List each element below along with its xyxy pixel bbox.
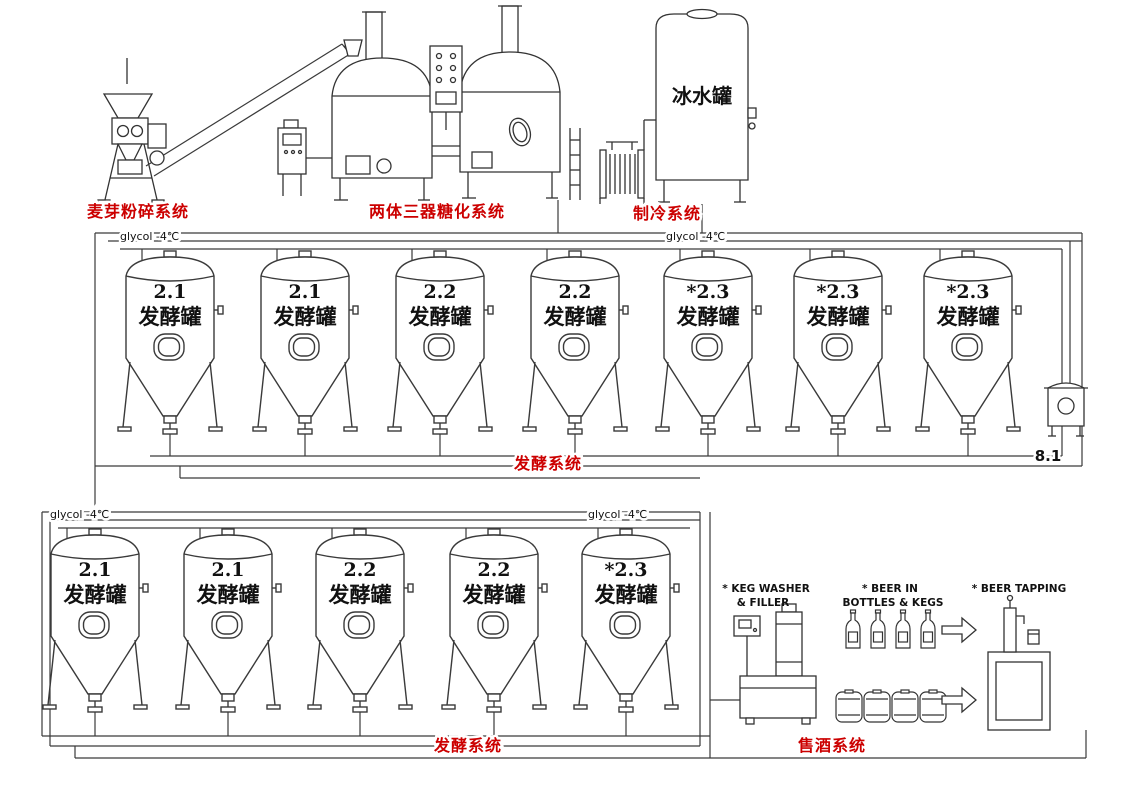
fermenter-tank: 2.2 发酵罐 bbox=[441, 528, 548, 713]
bottle-icon bbox=[870, 609, 886, 649]
fermenter-graphic bbox=[252, 250, 359, 435]
heat-exchanger bbox=[599, 149, 607, 199]
tank-name: 发酵罐 bbox=[543, 304, 607, 329]
fermenter-tank: 2.2 发酵罐 bbox=[307, 528, 414, 713]
fermenter-graphic bbox=[307, 528, 414, 713]
tank-name: 发酵罐 bbox=[138, 304, 202, 329]
fermenter-tank: 2.1 发酵罐 bbox=[175, 528, 282, 713]
tank-name: 发酵罐 bbox=[936, 304, 1000, 329]
fermenter-graphic bbox=[387, 250, 494, 435]
bottle-icon bbox=[920, 609, 936, 649]
glycol-label: glycol -4℃ bbox=[588, 508, 647, 521]
fermenter-tank: 2.1 发酵罐 bbox=[252, 250, 359, 435]
kegs-group bbox=[835, 689, 947, 723]
bottle-icon bbox=[895, 609, 911, 649]
fermenter-tank: 2.2 发酵罐 bbox=[522, 250, 629, 435]
tank-name: 发酵罐 bbox=[676, 304, 740, 329]
keg-icon bbox=[919, 689, 947, 723]
cooling-system-machine bbox=[599, 8, 757, 204]
beer-tapping-machine bbox=[987, 594, 1051, 731]
flow-arrow-icon bbox=[941, 616, 977, 644]
tank-id: 2.2 bbox=[423, 281, 456, 303]
tank-id: 2.1 bbox=[211, 559, 244, 581]
glycol-label: glycol -4℃ bbox=[50, 508, 109, 521]
tank-id: 2.2 bbox=[558, 281, 591, 303]
tank-id: *2.3 bbox=[687, 281, 730, 303]
glycol-label: glycol -4℃ bbox=[120, 230, 179, 243]
fermenter-tank: 2.2 发酵罐 bbox=[387, 250, 494, 435]
fermenter-tank: *2.3 发酵罐 bbox=[655, 250, 762, 435]
fermenter-tank: *2.3 发酵罐 bbox=[573, 528, 680, 713]
fermentation-system-label: 发酵系统 bbox=[433, 736, 502, 755]
pipe-network bbox=[41, 43, 1087, 759]
bottles-group bbox=[845, 609, 936, 649]
fermentation-system-label: 发酵系统 bbox=[513, 454, 582, 473]
keg-washer-label: * KEG WASHER bbox=[722, 583, 810, 595]
tank-id: 2.2 bbox=[477, 559, 510, 581]
tank-id: 2.1 bbox=[153, 281, 186, 303]
tank-name: 发酵罐 bbox=[408, 304, 472, 329]
tank-name: 发酵罐 bbox=[462, 582, 526, 607]
ice-water-tank bbox=[655, 13, 749, 181]
bottle-icon bbox=[845, 609, 861, 649]
tank-id: *2.3 bbox=[947, 281, 990, 303]
fermenter-graphic bbox=[42, 528, 149, 713]
cooling-label: 制冷系统 bbox=[633, 204, 701, 223]
malt-mill-label: 麦芽粉碎系统 bbox=[87, 202, 189, 221]
fermenter-graphic bbox=[915, 250, 1022, 435]
keg-icon bbox=[835, 689, 863, 723]
fermenter-graphic bbox=[175, 528, 282, 713]
beer-selling-system-label: 售酒系统 bbox=[798, 736, 866, 755]
brewhouse-machine bbox=[277, 5, 581, 201]
malt-mill-machine bbox=[97, 58, 167, 206]
keg-washer-machine bbox=[733, 603, 817, 725]
fermenter-graphic bbox=[573, 528, 680, 713]
fermenter-graphic bbox=[117, 250, 224, 435]
tank-name: 发酵罐 bbox=[63, 582, 127, 607]
keg-icon bbox=[863, 689, 891, 723]
beer-in-label-2: BOTTLES & KEGS bbox=[843, 597, 944, 609]
ice-water-tank-label: 冰水罐 bbox=[672, 84, 732, 108]
fermenter-graphic bbox=[522, 250, 629, 435]
tank-name: 发酵罐 bbox=[273, 304, 337, 329]
tank-name: 发酵罐 bbox=[594, 582, 658, 607]
fermenter-tank: 2.1 发酵罐 bbox=[42, 528, 149, 713]
tank-id: 2.1 bbox=[288, 281, 321, 303]
small-tank-81 bbox=[1044, 382, 1088, 437]
beer-tapping-label: * BEER TAPPING bbox=[972, 583, 1066, 595]
fermenter-graphic bbox=[785, 250, 892, 435]
tank-name: 发酵罐 bbox=[806, 304, 870, 329]
tank-name: 发酵罐 bbox=[328, 582, 392, 607]
tank-name: 发酵罐 bbox=[196, 582, 260, 607]
infeed-arrow-icon bbox=[121, 84, 133, 94]
flow-arrow-icon bbox=[941, 686, 977, 714]
keg-washer-label-2: & FILLER bbox=[737, 597, 790, 609]
fermenter-tank: *2.3 发酵罐 bbox=[785, 250, 892, 435]
fermenter-graphic bbox=[655, 250, 762, 435]
fermenter-tank: *2.3 发酵罐 bbox=[915, 250, 1022, 435]
fermenter-graphic bbox=[441, 528, 548, 713]
keg-icon bbox=[891, 689, 919, 723]
tank-id: *2.3 bbox=[605, 559, 648, 581]
fermenter-tank: 2.1 发酵罐 bbox=[117, 250, 224, 435]
labels: 麦芽粉碎系统 两体三器糖化系统 制冷系统 冰水罐 glycol -4℃ glyc… bbox=[48, 84, 1067, 758]
unit-81-label: 8.1 bbox=[1035, 447, 1062, 465]
glycol-label: glycol -4℃ bbox=[666, 230, 725, 243]
beer-in-label: * BEER IN bbox=[862, 583, 918, 595]
tank-id: 2.1 bbox=[78, 559, 111, 581]
tank-id: 2.2 bbox=[343, 559, 376, 581]
tank-id: *2.3 bbox=[817, 281, 860, 303]
brewhouse-label: 两体三器糖化系统 bbox=[369, 202, 505, 221]
